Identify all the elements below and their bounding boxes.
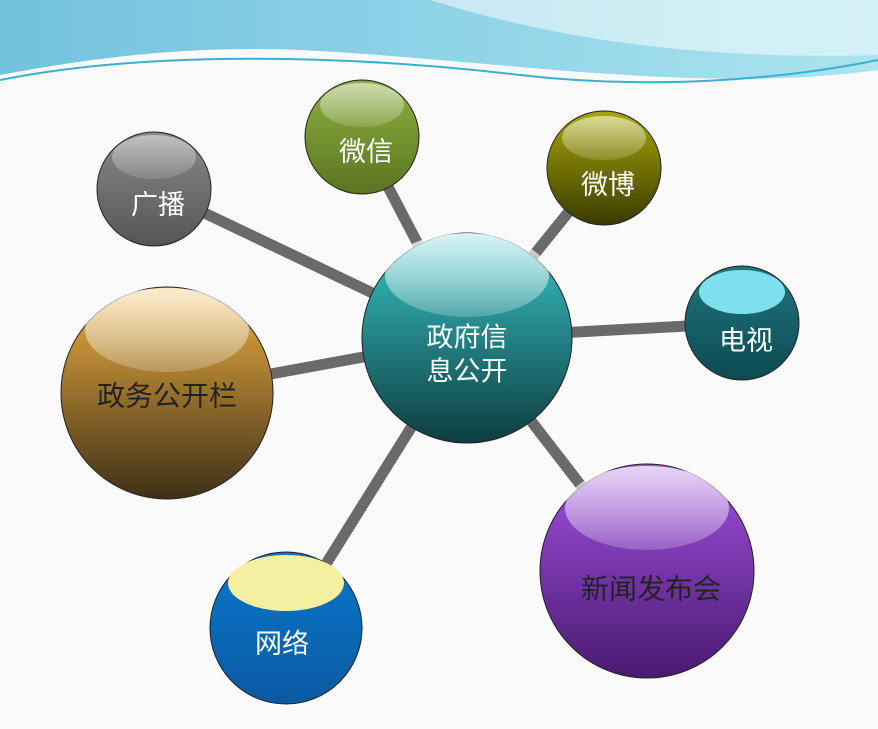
label-guangbo: 广播 xyxy=(131,190,185,222)
node-wangluo xyxy=(209,551,363,705)
node-dianshi xyxy=(684,265,800,381)
label-wangluo: 网络 xyxy=(255,629,309,661)
center-label-line1: 政府信 xyxy=(426,322,508,354)
node-guangbo xyxy=(96,131,212,247)
label-weibo: 微博 xyxy=(581,170,635,202)
node-center xyxy=(361,232,573,444)
node-weibo xyxy=(546,110,662,226)
header-wave xyxy=(0,0,878,84)
center-label: 政府信 息公开 xyxy=(427,321,508,389)
center-label-line2: 息公开 xyxy=(426,356,508,387)
node-zhengwu xyxy=(60,286,274,500)
label-weixin: 微信 xyxy=(339,137,393,169)
label-dianshi: 电视 xyxy=(719,326,773,358)
label-zhengwu: 政务公开栏 xyxy=(96,379,238,413)
label-xinwen: 新闻发布会 xyxy=(580,572,722,606)
node-xinwen xyxy=(539,463,755,679)
node-weixin xyxy=(304,79,420,195)
